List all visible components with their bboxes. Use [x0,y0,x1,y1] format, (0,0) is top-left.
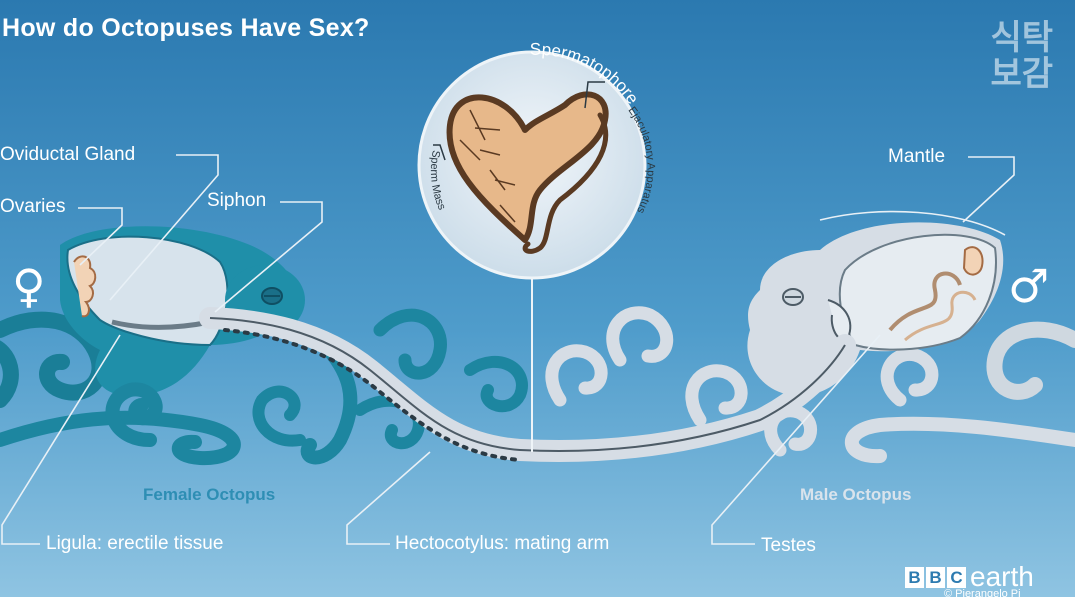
hectocotylus-arm [199,307,856,462]
male-octopus [545,222,1075,464]
female-symbol: ♀ [12,259,46,313]
sperm-mass-leader [433,144,446,161]
logo-box-b2: B [926,566,945,588]
hectocotylus-suckers [223,328,522,462]
label-male-octopus: Male Octopus [800,485,912,504]
channel-watermark: 식탁 보감 [990,20,1053,92]
female-swirl-2 [252,385,306,447]
watermark-line-1: 식탁 [990,18,1053,58]
male-symbol: ♂ [1008,259,1049,313]
logo-box-c: C [947,566,966,588]
logo-box-b1: B [905,566,924,588]
oviductal-gland-leader [109,154,219,301]
page-title: How do Octopuses Have Sex? [2,14,370,42]
spermatophore-inset [417,50,647,452]
watermark-line-2: 보감 [990,54,1053,94]
testes-leader [711,334,881,545]
leader-lines [1,154,1015,545]
male-ducts [888,271,962,332]
artist-credit: © Pierangelo Pi [944,588,1021,600]
spermatophore-leader [584,81,605,109]
mantle-leader [962,156,1015,223]
ligula-leader [1,334,121,545]
spermatophore-shape [446,91,609,243]
ejaculatory-apparatus [522,112,609,254]
male-tentacle-bottom [844,416,1075,464]
label-hectocotylus: Hectocotylus: mating arm [395,533,610,554]
female-tentacle-far-left [0,341,19,408]
label-siphon: Siphon [207,190,267,211]
female-swirl-3 [373,308,447,380]
ovaries-organ [73,255,97,318]
male-swirl-2 [545,344,608,407]
ovaries-leader [78,207,123,266]
hectocotylus-leader [346,451,431,545]
female-swirl-4 [464,355,528,413]
siphon-leader [214,201,323,313]
male-ducts-2 [904,290,977,342]
male-swirl-4 [880,348,939,407]
label-ovaries: Ovaries [0,196,66,217]
label-mantle: Mantle [888,146,946,167]
female-swirl-1 [105,382,163,447]
label-ligula: Ligula: erectile tissue [46,533,224,554]
male-tentacle-right [986,321,1075,400]
logo-earth: earth [970,561,1034,592]
male-swirl-3 [685,364,748,427]
male-swirl-1 [606,306,674,367]
male-swirl-5 [764,404,818,457]
label-female-octopus: Female Octopus [143,485,276,504]
spermatophore-cells [459,109,516,223]
label-oviductal-gland: Oviductal Gland [0,144,136,165]
mantle-arc [819,210,1006,236]
label-testes: Testes [761,535,816,556]
female-tentacle-bottom [0,410,241,466]
testes-organ [962,246,984,276]
female-swirl-5 [354,394,425,450]
bbc-earth-logo: B B C earth [905,563,1034,591]
